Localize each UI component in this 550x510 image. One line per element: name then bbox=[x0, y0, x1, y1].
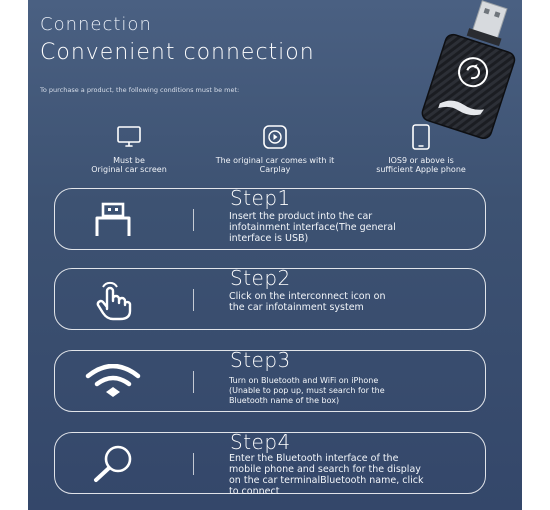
requirement-line: sufficient Apple phone bbox=[376, 165, 466, 174]
purchase-note: To purchase a product, the following con… bbox=[40, 86, 240, 94]
requirement-line: Original car screen bbox=[91, 165, 167, 174]
carplay-icon bbox=[263, 125, 287, 149]
section-title: Convenient connection bbox=[40, 40, 315, 65]
requirement-line: IOS9 or above is bbox=[388, 156, 454, 165]
requirement-line: The original car comes with it bbox=[215, 156, 335, 165]
step-4-card: Step4 Enter the Bluetooth interface of t… bbox=[54, 430, 486, 497]
requirement-original-screen: Must be Original car screen bbox=[54, 120, 204, 174]
usb-icon bbox=[95, 202, 131, 236]
section-subtitle: Connection bbox=[40, 14, 152, 35]
step-line: on the car terminalBluetooth name, click bbox=[229, 475, 424, 486]
step-description: Turn on Bluetooth and WiFi on iPhone (Un… bbox=[229, 376, 484, 406]
step-line: infotainment interface(The general bbox=[229, 222, 396, 233]
requirement-line: Carplay bbox=[259, 165, 291, 174]
requirement-carplay: The original car comes with it Carplay bbox=[200, 120, 350, 174]
search-icon bbox=[94, 445, 132, 482]
step-line: Turn on Bluetooth and WiFi on iPhone bbox=[229, 376, 379, 385]
requirement-line: Must be bbox=[113, 156, 145, 165]
monitor-icon bbox=[117, 126, 141, 147]
step-line: (Unable to pop up, must search for the bbox=[229, 386, 385, 395]
wifi-icon bbox=[85, 364, 141, 397]
step-line: Insert the product into the car bbox=[229, 211, 373, 222]
step-divider bbox=[193, 209, 194, 231]
step-line: Enter the Bluetooth interface of the bbox=[229, 453, 399, 464]
step-2-card: Step2 Click on the interconnect icon on … bbox=[54, 266, 486, 330]
step-3-card: Step3 Turn on Bluetooth and WiFi on iPho… bbox=[54, 348, 486, 412]
step-description: Enter the Bluetooth interface of the mob… bbox=[229, 453, 484, 497]
step-divider bbox=[193, 289, 194, 311]
step-title: Step4 bbox=[230, 430, 291, 454]
step-line: Click on the interconnect icon on bbox=[229, 291, 386, 302]
step-line: to connect bbox=[229, 486, 280, 497]
phone-icon bbox=[412, 124, 430, 150]
step-title: Step3 bbox=[230, 348, 291, 372]
step-description: Insert the product into the car infotain… bbox=[229, 211, 484, 244]
step-divider bbox=[193, 453, 194, 475]
step-description: Click on the interconnect icon on the ca… bbox=[229, 291, 484, 313]
requirement-apple-phone: IOS9 or above is sufficient Apple phone bbox=[346, 120, 496, 174]
step-line: the car infotainment system bbox=[229, 302, 364, 313]
step-title: Step2 bbox=[230, 266, 291, 290]
carplay-adapter-device-icon bbox=[421, 0, 516, 140]
step-divider bbox=[193, 371, 194, 393]
step-line: mobile phone and search for the display bbox=[229, 464, 421, 475]
step-1-card: Step1 Insert the product into the car in… bbox=[54, 186, 486, 250]
step-line: interface is USB) bbox=[229, 233, 309, 244]
step-title: Step1 bbox=[230, 186, 291, 210]
step-line: Bluetooth name of the box) bbox=[229, 396, 340, 405]
product-panel: Connection Convenient connection To purc… bbox=[28, 0, 522, 510]
tap-hand-icon bbox=[96, 281, 132, 321]
